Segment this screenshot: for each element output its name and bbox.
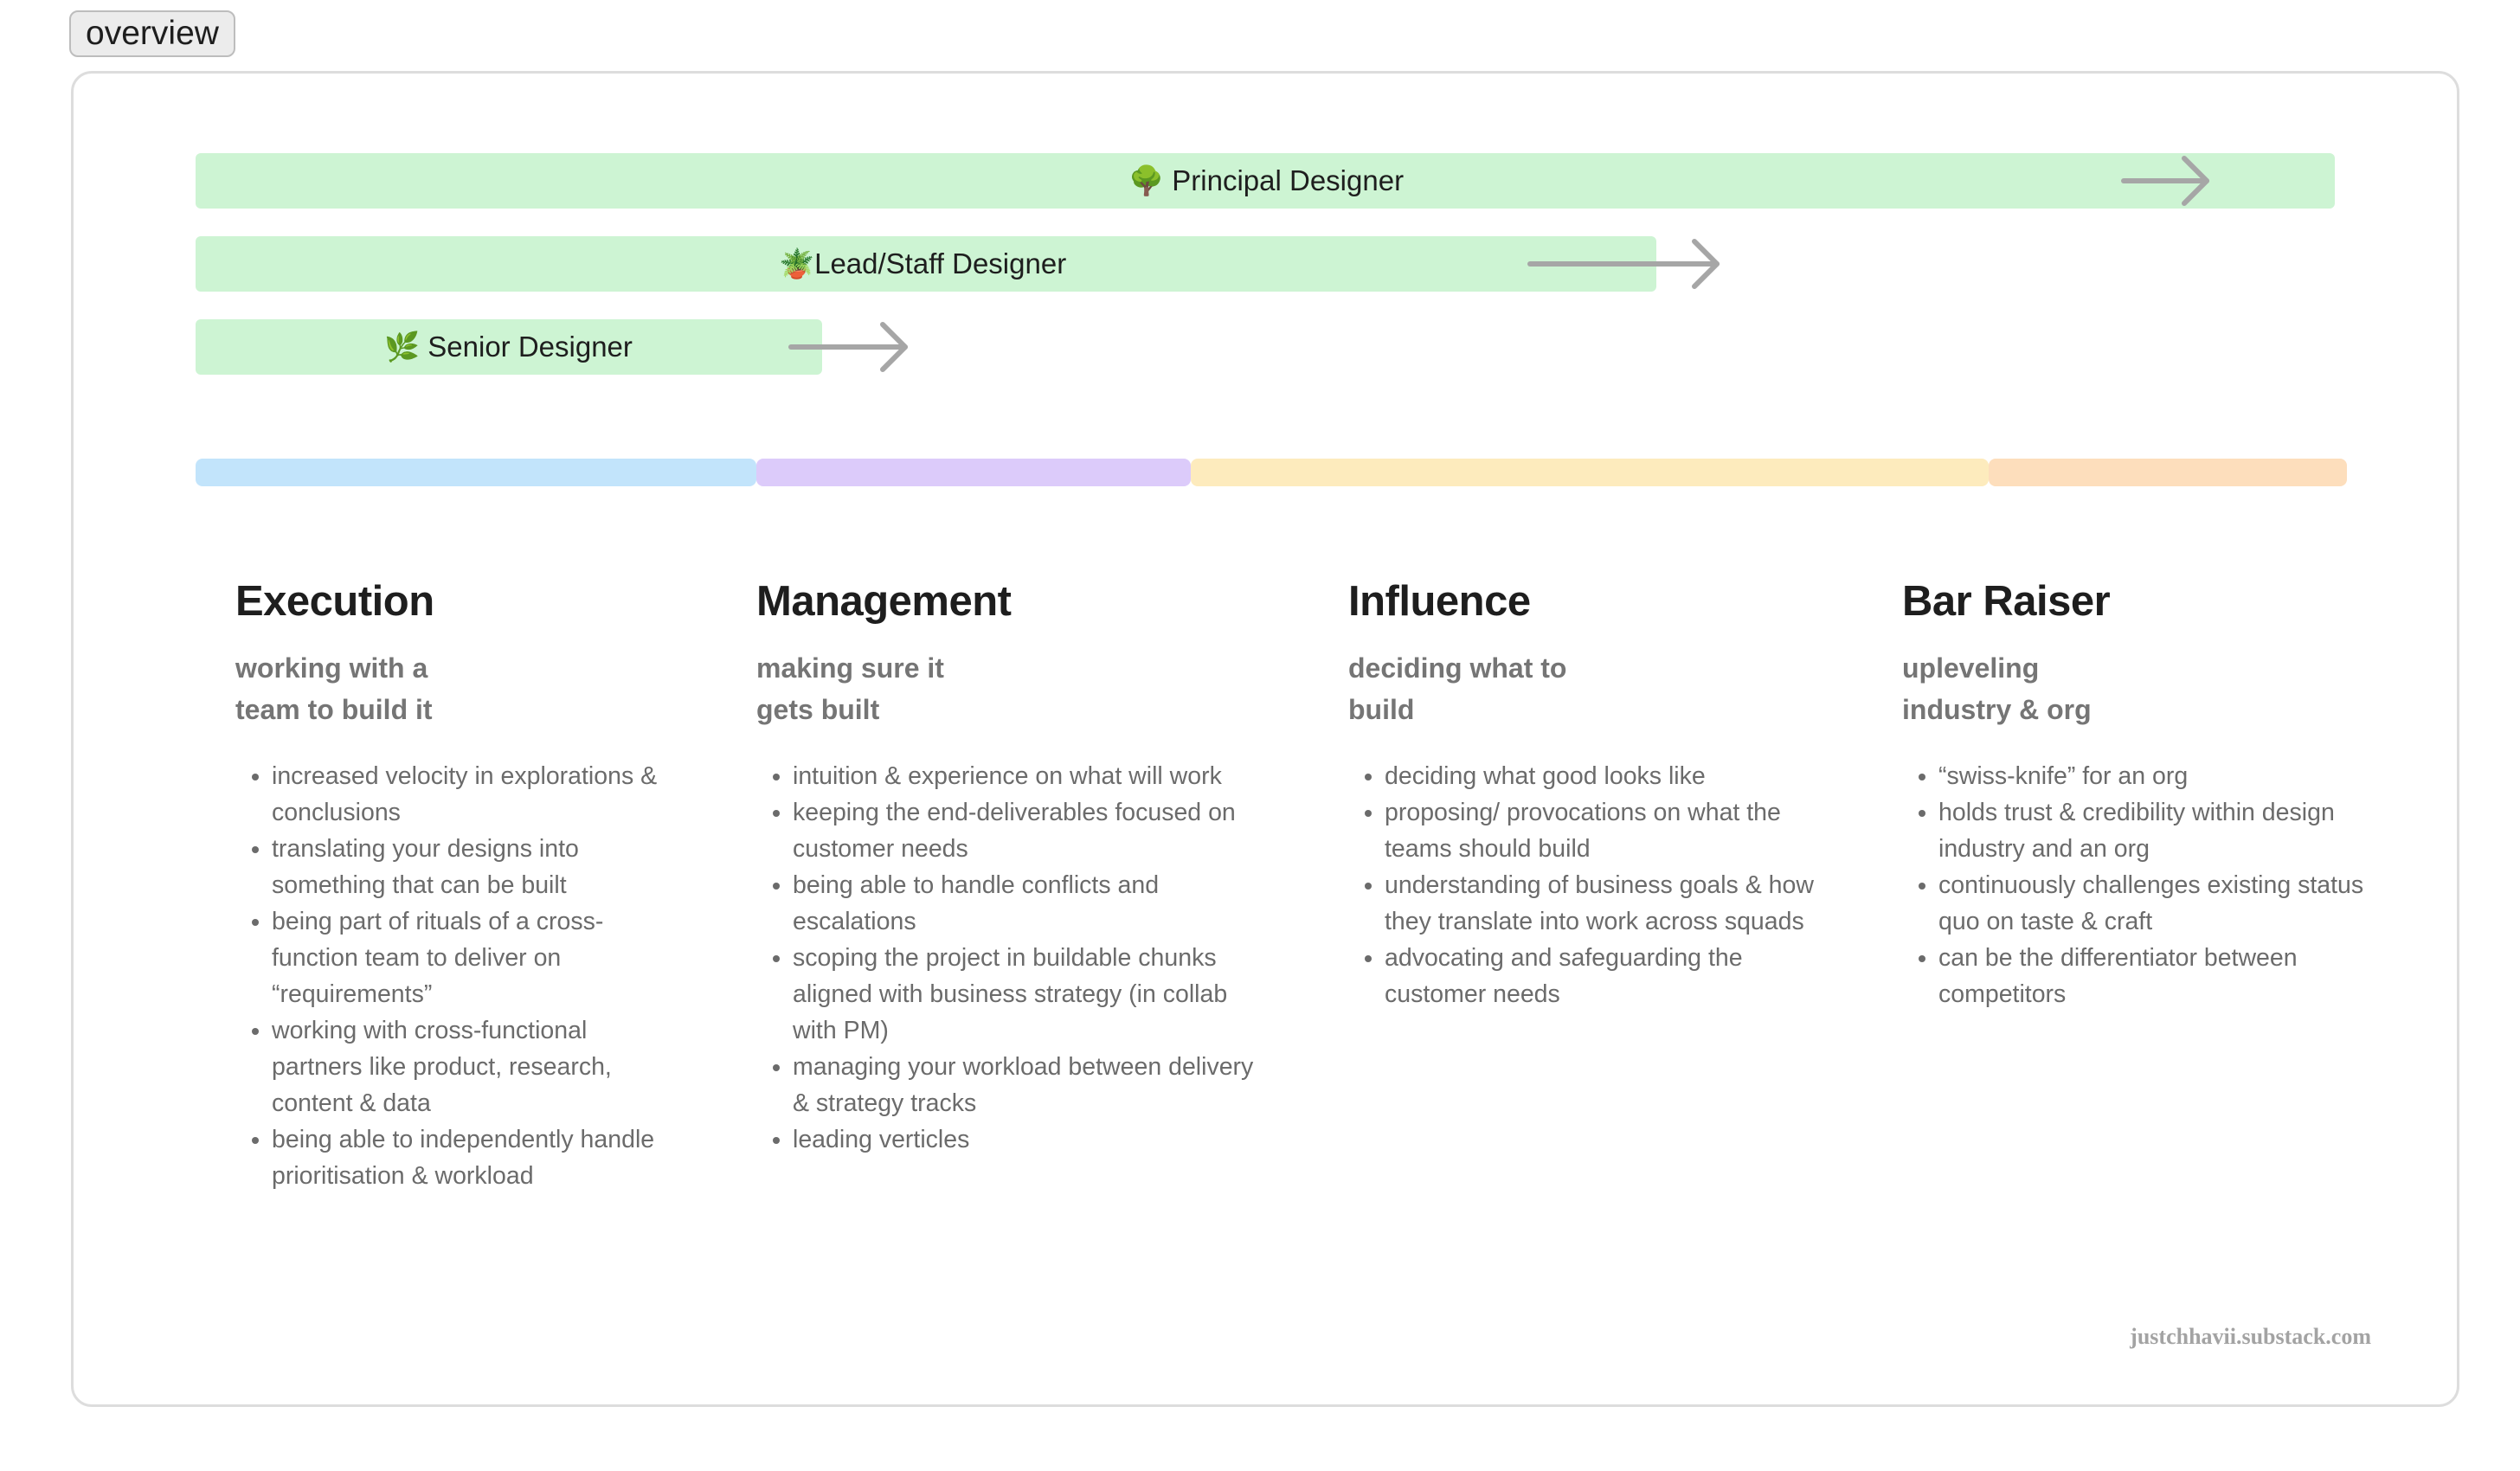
- column-subtitle: upleveling industry & org: [1902, 652, 2092, 725]
- list-item: advocating and safeguarding the customer…: [1385, 940, 1850, 1012]
- role-name-senior: Senior Designer: [428, 331, 633, 363]
- list-item: “swiss-knife” for an org: [1938, 758, 2404, 794]
- list-item: leading verticles: [793, 1121, 1258, 1158]
- list-item: scoping the project in buildable chunks …: [793, 940, 1258, 1049]
- column-subtitle: working with a team to build it: [235, 652, 433, 725]
- list-item: understanding of business goals & how th…: [1385, 867, 1850, 940]
- column-title: Execution: [235, 578, 434, 625]
- role-bar-principal: 🌳 Principal Designer: [196, 153, 2335, 209]
- category-bar-management: [756, 459, 1191, 486]
- arrow-right-icon: [788, 322, 908, 372]
- list-item: proposing/ provocations on what the team…: [1385, 794, 1850, 867]
- list-item: deciding what good looks like: [1385, 758, 1850, 794]
- list-item: being able to independently handle prior…: [272, 1121, 668, 1194]
- role-name-lead-staff: Lead/Staff Designer: [814, 247, 1067, 279]
- list-item: translating your designs into something …: [272, 831, 668, 903]
- role-bar-senior: 🌿 Senior Designer: [196, 319, 822, 375]
- column-subtitle: deciding what to build: [1348, 652, 1567, 725]
- column-influence: Influence deciding what to build decidin…: [1348, 571, 1850, 1012]
- list-item: holds trust & credibility within design …: [1938, 794, 2404, 867]
- column-management: Management making sure it gets built int…: [756, 571, 1258, 1158]
- column-bar-raiser: Bar Raiser upleveling industry & org “sw…: [1902, 571, 2404, 1012]
- list-item: working with cross-functional partners l…: [272, 1012, 668, 1121]
- list-item: intuition & experience on what will work: [793, 758, 1258, 794]
- category-bar-bar-raiser: [1989, 459, 2347, 486]
- herb-icon: 🌿: [384, 331, 421, 363]
- arrow-right-icon: [1527, 239, 1720, 289]
- list-item: can be the differentiator between compet…: [1938, 940, 2404, 1012]
- category-bar-influence: [1191, 459, 1989, 486]
- role-bar-lead-staff: 🪴Lead/Staff Designer: [196, 236, 1656, 292]
- column-list: “swiss-knife” for an org holds trust & c…: [1902, 758, 2404, 1012]
- footer-attribution: justchhavii.substack.com: [2130, 1324, 2371, 1349]
- role-label-lead-staff: 🪴Lead/Staff Designer: [779, 236, 1066, 292]
- overview-tab[interactable]: overview: [69, 10, 235, 57]
- role-label-principal: 🌳 Principal Designer: [1128, 153, 1404, 209]
- arrow-right-icon: [2121, 156, 2209, 206]
- column-list: increased velocity in explorations & con…: [235, 758, 668, 1194]
- column-list: deciding what good looks like proposing/…: [1348, 758, 1850, 1012]
- category-bar-execution: [196, 459, 756, 486]
- list-item: managing your workload between delivery …: [793, 1049, 1258, 1121]
- role-label-senior: 🌿 Senior Designer: [384, 319, 633, 375]
- list-item: increased velocity in explorations & con…: [272, 758, 668, 831]
- potted-plant-icon: 🪴: [779, 247, 815, 279]
- column-title: Influence: [1348, 578, 1531, 625]
- overview-frame: [71, 71, 2459, 1407]
- column-title: Management: [756, 578, 1012, 625]
- list-item: being able to handle conflicts and escal…: [793, 867, 1258, 940]
- column-title: Bar Raiser: [1902, 578, 2111, 625]
- list-item: being part of rituals of a cross-functio…: [272, 903, 668, 1012]
- column-execution: Execution working with a team to build i…: [235, 571, 668, 1194]
- column-subtitle: making sure it gets built: [756, 652, 944, 725]
- tree-icon: 🌳: [1128, 164, 1165, 196]
- column-list: intuition & experience on what will work…: [756, 758, 1258, 1158]
- list-item: continuously challenges existing status …: [1938, 867, 2404, 940]
- list-item: keeping the end-deliverables focused on …: [793, 794, 1258, 867]
- role-name-principal: Principal Designer: [1172, 164, 1405, 196]
